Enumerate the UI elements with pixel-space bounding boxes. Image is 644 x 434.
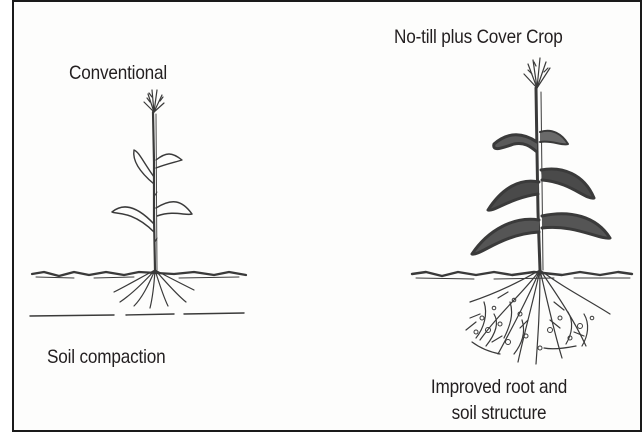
no-till-leaf <box>494 135 537 152</box>
conventional-stalk <box>153 112 155 270</box>
improved-root-label-line2: soil structure <box>407 400 592 426</box>
soil-compaction-label: Soil compaction <box>47 344 165 370</box>
improved-root-label-line1: Improved root and <box>407 374 592 400</box>
no-till-leaf <box>540 131 568 145</box>
conventional-leaf <box>112 207 154 232</box>
no-till-corn-plant-sketch <box>412 58 632 364</box>
conventional-leaf <box>134 150 154 184</box>
no-till-cover-crop-label: No-till plus Cover Crop <box>394 24 563 50</box>
no-till-leaf <box>488 181 539 210</box>
no-till-leaf <box>541 169 594 198</box>
no-till-leaf <box>472 219 539 254</box>
no-till-stalk <box>536 88 540 270</box>
conventional-label: Conventional <box>69 60 167 86</box>
conventional-corn-plant-sketch <box>30 90 246 316</box>
conventional-soil-surface <box>32 272 246 276</box>
compaction-layer-line <box>30 313 244 316</box>
conventional-leaf <box>156 154 182 168</box>
no-till-leaf <box>542 214 610 238</box>
no-till-tassel <box>524 58 550 88</box>
conventional-leaf <box>156 202 192 216</box>
no-till-deep-roots <box>466 270 610 364</box>
no-till-soil-surface <box>412 272 632 276</box>
conventional-tassel <box>144 90 164 112</box>
diagram-frame: Conventional Soil compaction No-till plu… <box>12 0 642 432</box>
